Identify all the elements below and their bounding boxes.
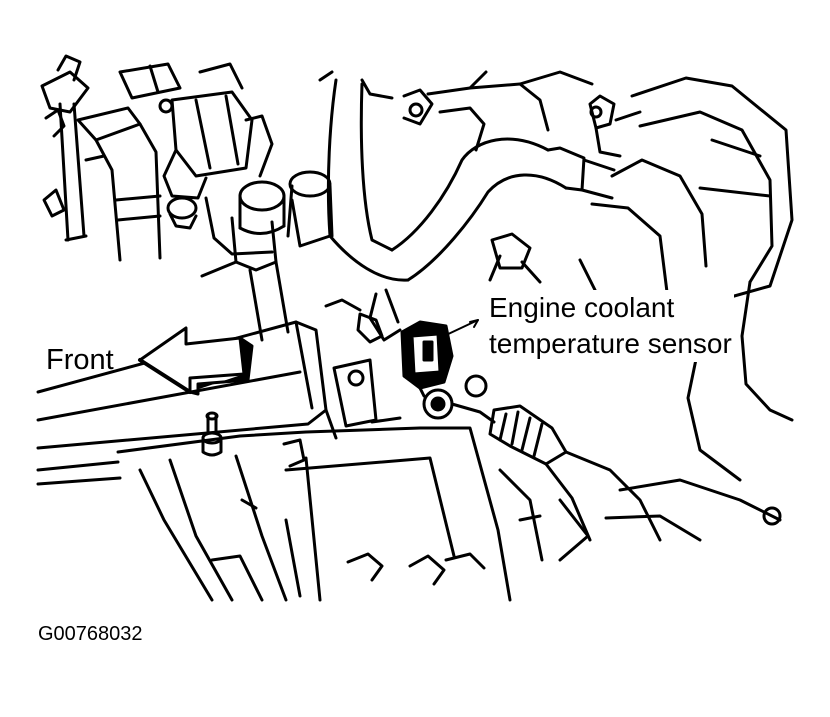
- intake-manifold-beam: [36, 298, 402, 472]
- sensor-callout-line1: Engine coolant: [489, 292, 675, 323]
- lower-engine-block: [36, 426, 544, 602]
- right-air-duct: [578, 76, 794, 482]
- engine-coolant-temperature-sensor: [356, 288, 479, 390]
- upper-coolant-hose: [286, 78, 616, 282]
- lower-cable-assembly: [414, 374, 782, 562]
- sensor-callout-label: Engine coolant temperature sensor: [487, 290, 734, 362]
- front-direction-arrow-icon: [138, 326, 254, 396]
- top-center-components: [318, 70, 642, 284]
- vertical-pipe-bracket: [200, 180, 290, 342]
- bolts: [158, 98, 603, 468]
- figure-code-label: G00768032: [38, 623, 143, 645]
- left-injector-block: [162, 62, 274, 256]
- left-top-components: [40, 54, 182, 262]
- front-direction-label: Front: [46, 344, 114, 376]
- sensor-callout-line2: temperature sensor: [489, 328, 732, 359]
